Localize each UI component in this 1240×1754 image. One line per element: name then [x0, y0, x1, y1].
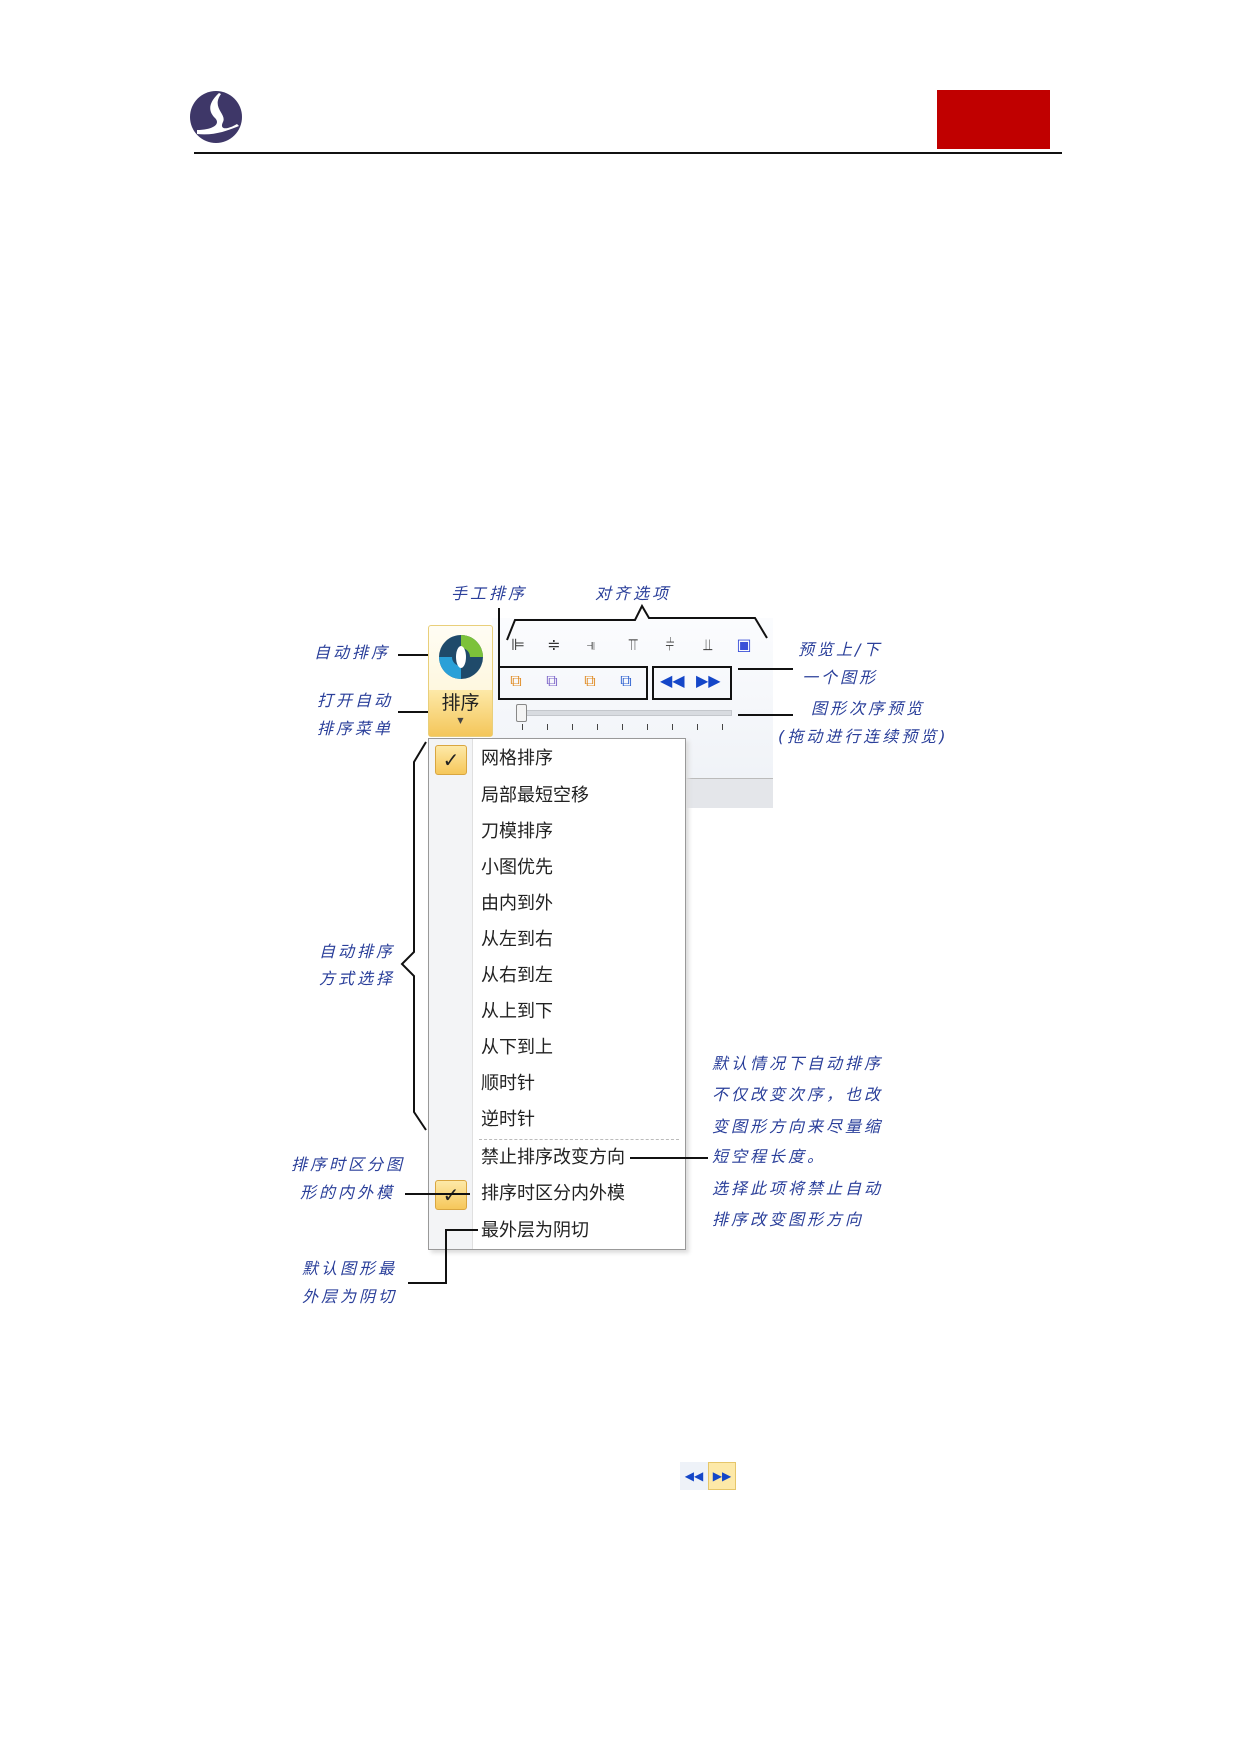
arrow-line [398, 711, 428, 713]
annotation-manual-sort: 手工排序 [451, 584, 528, 603]
annotation-preview-2: 一个图形 [802, 668, 879, 687]
auto-sort-label: 排序 [441, 692, 480, 714]
arrow-line [405, 1193, 470, 1195]
arrow-line [498, 608, 500, 666]
auto-sort-icon [439, 635, 483, 679]
align-bracket [506, 603, 768, 641]
move-down-icon[interactable]: ⧉ [584, 671, 596, 690]
menu-item-clockwise[interactable]: 顺时针 [481, 1073, 535, 1094]
annotation-mode-2: 方式选择 [319, 969, 396, 988]
annotation-order-preview-2: (拖动进行连续预览) [778, 727, 949, 746]
next-icon: ▶▶ [708, 1462, 736, 1490]
annotation-order-preview-1: 图形次序预览 [811, 699, 926, 718]
auto-sort-button[interactable]: 排序 ▼ [428, 625, 493, 737]
annotation-inner-outer-1: 排序时区分图 [291, 1155, 406, 1174]
menu-item-left-right[interactable]: 从左到右 [481, 929, 553, 950]
menu-item-lock-direction[interactable]: 禁止排序改变方向 [481, 1147, 625, 1168]
annotation-note-line: 默认情况下自动排序 [712, 1054, 884, 1073]
menu-separator [479, 1139, 679, 1140]
header-rule [194, 152, 1062, 154]
menu-item-die-sort[interactable]: 刀模排序 [481, 821, 553, 842]
annotation-auto-sort: 自动排序 [314, 643, 391, 662]
company-logo [190, 91, 242, 143]
menu-item-shortest-move[interactable]: 局部最短空移 [481, 785, 589, 806]
arrow-line [738, 668, 793, 670]
align-right-icon[interactable]: ⫣ [586, 635, 596, 654]
annotation-note-line: 短空程长度。 [712, 1147, 827, 1166]
arrow-line [408, 1282, 447, 1284]
annotation-note-line: 选择此项将禁止自动 [712, 1179, 884, 1198]
mode-brace [400, 741, 427, 1131]
align-top-icon[interactable]: ⫪ [628, 635, 638, 654]
align-bottom-icon[interactable]: ⫫ [703, 635, 713, 654]
align-middle-icon[interactable]: ⫩ [665, 635, 675, 654]
arrow-line [630, 1157, 708, 1159]
arrow-line [398, 654, 428, 656]
chevron-down-icon: ▼ [457, 716, 464, 725]
annotation-align-options: 对齐选项 [595, 584, 672, 603]
menu-item-small-first[interactable]: 小图优先 [481, 857, 553, 878]
menu-item-counterclockwise[interactable]: 逆时针 [481, 1109, 535, 1130]
previous-icon: ◀◀ [680, 1462, 708, 1490]
align-left-icon[interactable]: ⊫ [511, 635, 525, 654]
menu-item-inner-outer[interactable]: 排序时区分内外模 [481, 1183, 625, 1204]
move-up-icon[interactable]: ⧉ [546, 671, 558, 690]
menu-item-grid-sort[interactable]: 网格排序 [481, 748, 553, 769]
header-red-block [937, 90, 1050, 149]
annotation-open-menu-1: 打开自动 [317, 691, 394, 710]
annotation-inner-outer-2: 形的内外模 [300, 1183, 396, 1202]
annotation-outer-1: 默认图形最 [302, 1259, 398, 1278]
annotation-mode-1: 自动排序 [319, 942, 396, 961]
arrow-line [445, 1229, 478, 1231]
arrow-line [445, 1229, 447, 1283]
menu-item-bottom-top[interactable]: 从下到上 [481, 1037, 553, 1058]
annotation-note-line: 不仅改变次序，也改 [712, 1085, 884, 1104]
menu-item-outer-negative-cut[interactable]: 最外层为阴切 [481, 1220, 589, 1241]
align-center-icon[interactable]: ≑ [547, 635, 561, 654]
annotation-preview-1: 预览上/下 [798, 640, 883, 659]
annotation-outer-2: 外层为阴切 [302, 1287, 398, 1306]
menu-icon-column [429, 739, 473, 1249]
annotation-note-line: 排序改变图形方向 [712, 1210, 865, 1229]
slider-thumb[interactable] [516, 704, 527, 722]
auto-sort-menu: ✓ 网格排序 局部最短空移 刀模排序 小图优先 由内到外 从左到右 从右到左 从… [428, 738, 686, 1250]
next-icon[interactable]: ▶▶ [696, 671, 721, 690]
menu-item-inside-out[interactable]: 由内到外 [481, 893, 553, 914]
checked-icon: ✓ [435, 1180, 467, 1210]
manual-sort-group [498, 666, 648, 700]
align-all-icon[interactable]: ▣ [736, 635, 752, 654]
move-last-icon[interactable]: ⧉ [620, 671, 632, 690]
auto-sort-menu-toggle[interactable]: 排序 ▼ [429, 690, 492, 736]
preview-group [652, 666, 732, 700]
menu-item-top-bottom[interactable]: 从上到下 [481, 1001, 553, 1022]
annotation-note-line: 变图形方向来尽量缩 [712, 1117, 884, 1136]
checked-icon: ✓ [435, 745, 467, 775]
arrow-line [738, 714, 793, 716]
menu-item-right-left[interactable]: 从右到左 [481, 965, 553, 986]
annotation-open-menu-2: 排序菜单 [317, 719, 394, 738]
move-first-icon[interactable]: ⧉ [510, 671, 522, 690]
order-slider[interactable] [520, 710, 732, 716]
previous-icon[interactable]: ◀◀ [660, 671, 685, 690]
